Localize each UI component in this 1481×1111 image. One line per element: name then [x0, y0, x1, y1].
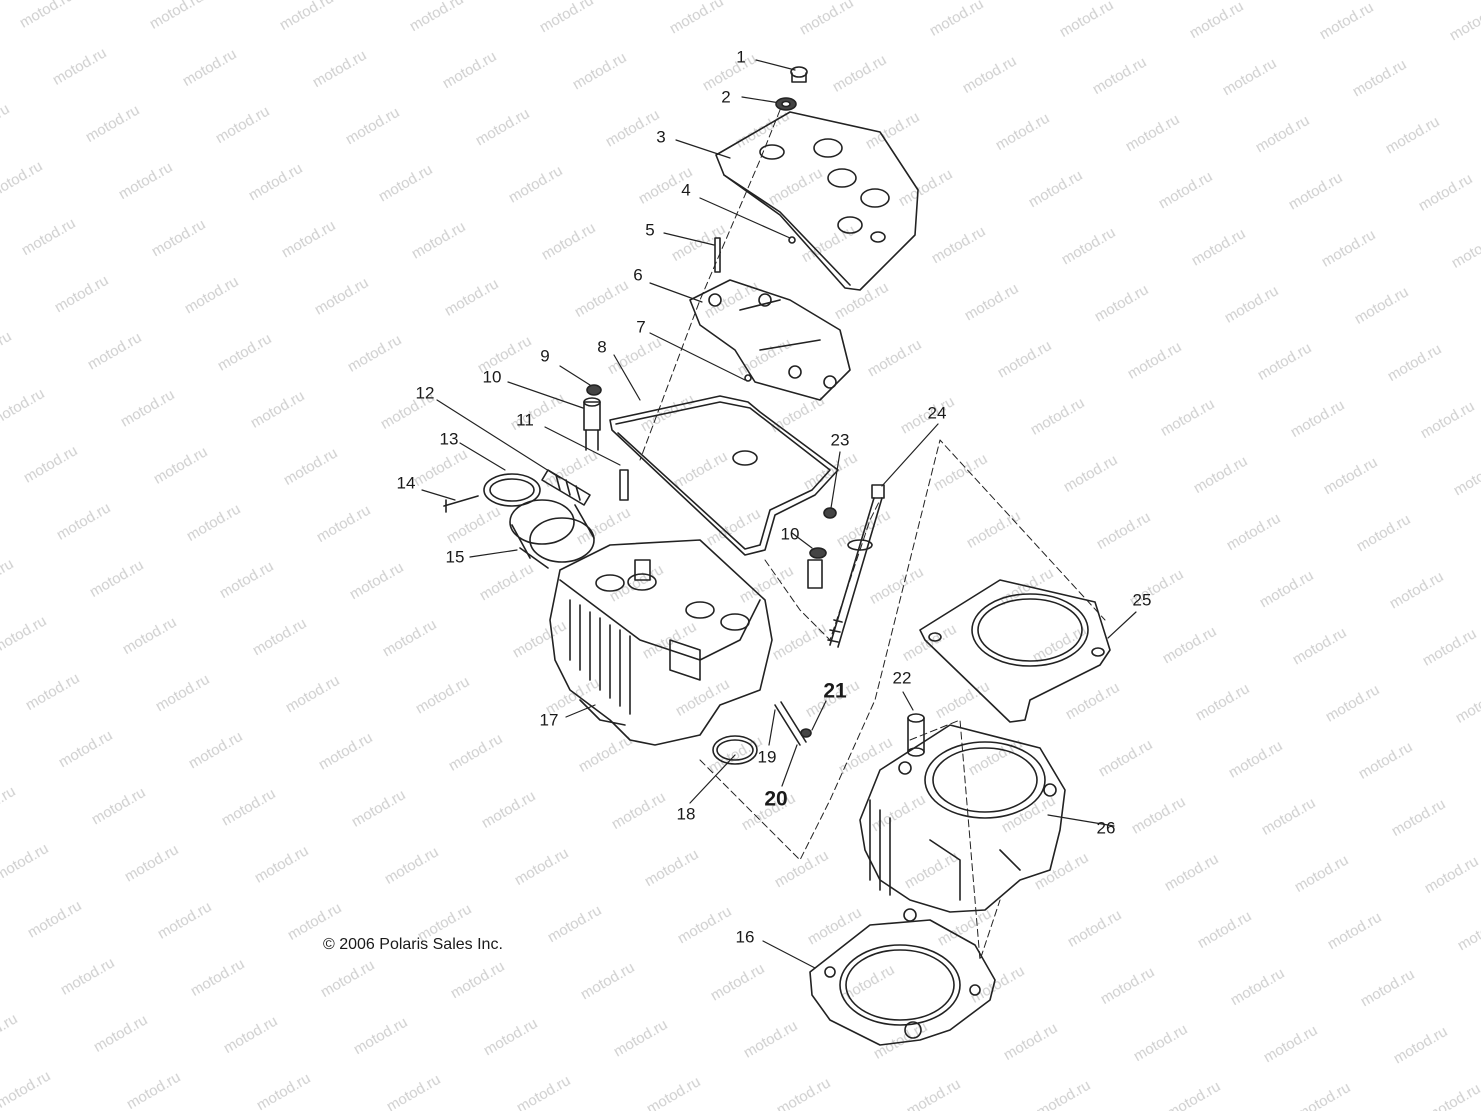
- callout-20: 20: [764, 787, 788, 811]
- callout-21: 21: [823, 679, 847, 703]
- callout-2: 2: [721, 87, 731, 107]
- callout-15: 15: [445, 547, 465, 567]
- valve-cover: [715, 111, 919, 291]
- callout-5: 5: [645, 220, 655, 240]
- head-bolt: [827, 484, 885, 648]
- callout-1: 1: [736, 47, 746, 67]
- callout-11: 11: [516, 410, 534, 430]
- callout-22: 22: [892, 668, 912, 688]
- exhaust-seal-stud: [712, 701, 812, 765]
- callout-19: 19: [757, 747, 777, 767]
- callout-14: 14: [396, 473, 416, 493]
- valve-cover-bolt: [775, 66, 808, 111]
- callout-8: 8: [597, 337, 607, 357]
- pin: [619, 469, 629, 501]
- callout-24: 24: [927, 403, 947, 423]
- callout-26: 26: [1096, 818, 1116, 838]
- valve-cover-gasket: [609, 395, 839, 556]
- base-gasket: [809, 919, 996, 1046]
- cam-cap: [689, 279, 851, 401]
- intake-clamp: [443, 473, 541, 513]
- callout-13: 13: [439, 429, 459, 449]
- callout-12: 12: [415, 383, 435, 403]
- callout-3: 3: [656, 127, 666, 147]
- callout-10: 10: [482, 367, 502, 387]
- callout-16: 16: [735, 927, 755, 947]
- valve-guide: [583, 384, 602, 451]
- copyright-notice: © 2006 Polaris Sales Inc.: [323, 936, 503, 953]
- alignment-lines: [639, 109, 1106, 961]
- dowel-and-bolt: [714, 236, 796, 273]
- callout-17: 17: [539, 710, 559, 730]
- callout-18: 18: [676, 804, 696, 824]
- leader-lines: [421, 59, 1137, 969]
- callout-9: 9: [540, 346, 550, 366]
- callout-4: 4: [681, 180, 691, 200]
- head-gasket: [919, 579, 1111, 723]
- callout-10-right: 10: [780, 524, 800, 544]
- cylinder: [859, 724, 1066, 922]
- callout-23: 23: [830, 430, 850, 450]
- stud: [541, 469, 591, 506]
- valve-guide-right: [807, 507, 837, 589]
- cylinder-head: [549, 539, 773, 746]
- intake-boot: [509, 499, 595, 569]
- callout-6: 6: [633, 265, 643, 285]
- callout-7: 7: [636, 317, 646, 337]
- callout-25: 25: [1132, 590, 1152, 610]
